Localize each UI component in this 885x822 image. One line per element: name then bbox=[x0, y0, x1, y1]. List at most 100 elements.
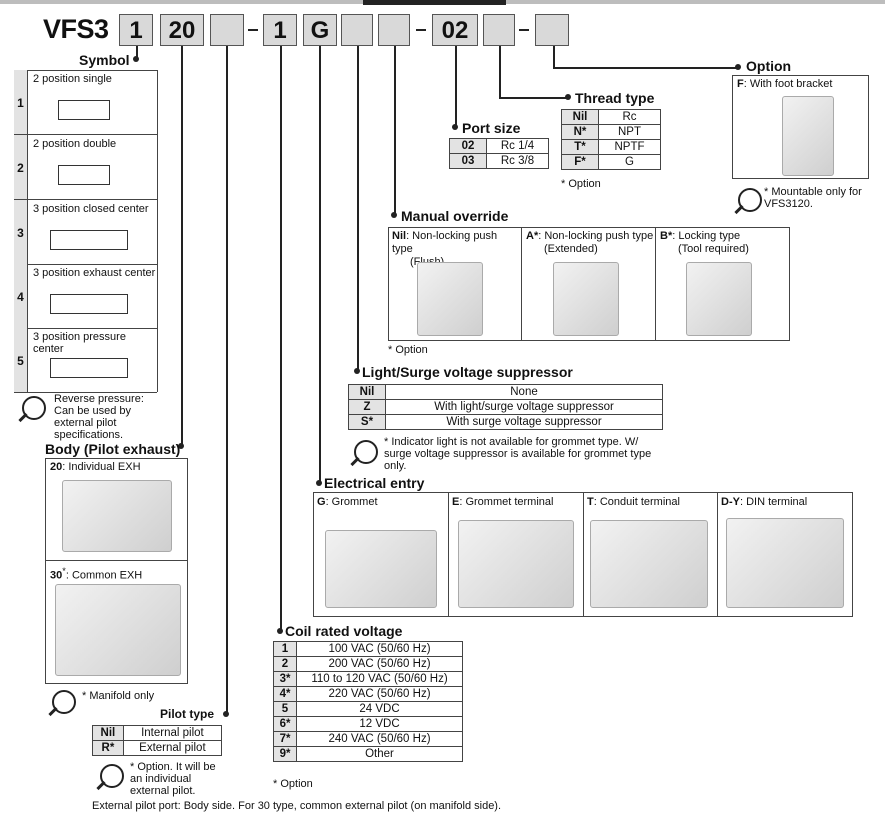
override-photo bbox=[686, 262, 752, 336]
leader-thread-h bbox=[499, 97, 569, 99]
valve-photo bbox=[726, 518, 844, 608]
body-divider bbox=[45, 560, 188, 561]
code-dash bbox=[248, 29, 258, 31]
leader-pilot bbox=[226, 46, 228, 716]
code-box-symbol: 1 bbox=[119, 14, 153, 46]
symbol-row: 2 2 position double bbox=[14, 135, 157, 200]
code-box-coil: 1 bbox=[263, 14, 297, 46]
body-option-30: 30*: Common EXH bbox=[50, 566, 143, 582]
symbol-row-label: 2 position double bbox=[33, 138, 117, 150]
leader-suppressor bbox=[357, 46, 359, 371]
valve-photo bbox=[325, 530, 437, 608]
leader-manual bbox=[394, 46, 396, 216]
code-box-electrical: G bbox=[303, 14, 337, 46]
option-foot-bracket: F: With foot bracket bbox=[737, 78, 833, 90]
table-row: 3*110 to 120 VAC (50/60 Hz) bbox=[273, 671, 463, 687]
leader-dot bbox=[452, 124, 458, 130]
leader-dot bbox=[316, 480, 322, 486]
model-prefix: VFS3 bbox=[43, 14, 109, 44]
override-photo bbox=[417, 262, 483, 336]
symbol-row: 5 3 position pressure center bbox=[14, 328, 157, 393]
manual-note: * Option bbox=[388, 344, 428, 356]
leader-thread-v bbox=[499, 46, 501, 98]
symbol-title: Symbol bbox=[79, 52, 130, 68]
option-panel bbox=[732, 75, 869, 179]
pilot-note: * Option. It will be an individual exter… bbox=[130, 761, 216, 797]
leader-dot bbox=[354, 368, 360, 374]
symbol-note: Reverse pressure: Can be used by externa… bbox=[54, 393, 144, 441]
leader-option-h bbox=[553, 67, 738, 69]
magnifier-icon bbox=[22, 396, 46, 420]
leader-body bbox=[181, 46, 183, 446]
magnifier-icon bbox=[52, 690, 76, 714]
symbol-row-label: 3 position closed center bbox=[33, 203, 149, 215]
body-title: Body (Pilot exhaust) bbox=[45, 441, 181, 457]
coil-title: Coil rated voltage bbox=[285, 623, 403, 639]
electrical-title: Electrical entry bbox=[324, 475, 425, 491]
symbol-row-label: 2 position single bbox=[33, 73, 112, 85]
body-panel bbox=[45, 458, 188, 684]
pilot-title: Pilot type bbox=[160, 707, 215, 721]
symbol-row-num: 4 bbox=[14, 264, 28, 328]
leader-dot bbox=[178, 443, 184, 449]
symbol-row-num: 2 bbox=[14, 135, 28, 199]
code-box-manual bbox=[378, 14, 410, 46]
table-row: R*External pilot bbox=[92, 740, 223, 756]
suppressor-note: * Indicator light is not available for g… bbox=[384, 436, 652, 472]
leader-dot bbox=[391, 212, 397, 218]
suppressor-title: Light/Surge voltage suppressor bbox=[362, 364, 573, 380]
electrical-grommet: G: Grommet bbox=[317, 496, 378, 508]
option-note: * Mountable only for VFS3120. bbox=[764, 186, 862, 210]
override-photo bbox=[553, 262, 619, 336]
table-row: T*NPTF bbox=[561, 139, 661, 155]
thread-note: * Option bbox=[561, 178, 601, 190]
manual-title: Manual override bbox=[401, 208, 509, 224]
valve-symbol-icon bbox=[50, 358, 128, 378]
code-box-pilot bbox=[210, 14, 244, 46]
code-dash bbox=[519, 29, 529, 31]
symbol-row: 3 3 position closed center bbox=[14, 200, 157, 265]
leader-port bbox=[455, 46, 457, 128]
valve-symbol-icon bbox=[50, 230, 128, 250]
option-title: Option bbox=[746, 58, 792, 74]
valve-photo bbox=[458, 520, 574, 608]
symbol-row: 4 3 position exhaust center bbox=[14, 264, 157, 329]
body-option-20: 20: Individual EXH bbox=[50, 461, 141, 473]
manifold-photo bbox=[55, 584, 181, 676]
coil-note: * Option bbox=[273, 778, 313, 790]
table-row: 6*12 VDC bbox=[273, 716, 463, 732]
valve-symbol-icon bbox=[58, 165, 110, 185]
magnifier-icon bbox=[738, 188, 762, 212]
leader-dot bbox=[223, 711, 229, 717]
port-title: Port size bbox=[462, 120, 521, 136]
electrical-grommet-terminal: E: Grommet terminal bbox=[452, 496, 554, 508]
symbol-row-num: 3 bbox=[14, 200, 28, 264]
leader-dot bbox=[133, 56, 139, 62]
table-row: S*With surge voltage suppressor bbox=[348, 414, 663, 430]
code-dash bbox=[416, 29, 426, 31]
table-row: 4*220 VAC (50/60 Hz) bbox=[273, 686, 463, 702]
thread-title: Thread type bbox=[575, 90, 655, 106]
code-box-thread bbox=[483, 14, 515, 46]
valve-symbol-icon bbox=[58, 100, 110, 120]
valve-photo bbox=[590, 520, 708, 608]
symbol-row-label: 3 position exhaust center bbox=[33, 267, 156, 279]
magnifier-icon bbox=[354, 440, 378, 464]
electrical-conduit-terminal: T: Conduit terminal bbox=[587, 496, 680, 508]
manual-locking: B*: Locking type(Tool required) bbox=[660, 230, 749, 255]
leader-dot bbox=[735, 64, 741, 70]
electrical-din-terminal: D-Y: DIN terminal bbox=[721, 496, 808, 508]
table-row: N*NPT bbox=[561, 124, 661, 140]
manual-extended: A*: Non-locking push type(Extended) bbox=[526, 230, 654, 255]
body-note: * Manifold only bbox=[82, 690, 155, 702]
